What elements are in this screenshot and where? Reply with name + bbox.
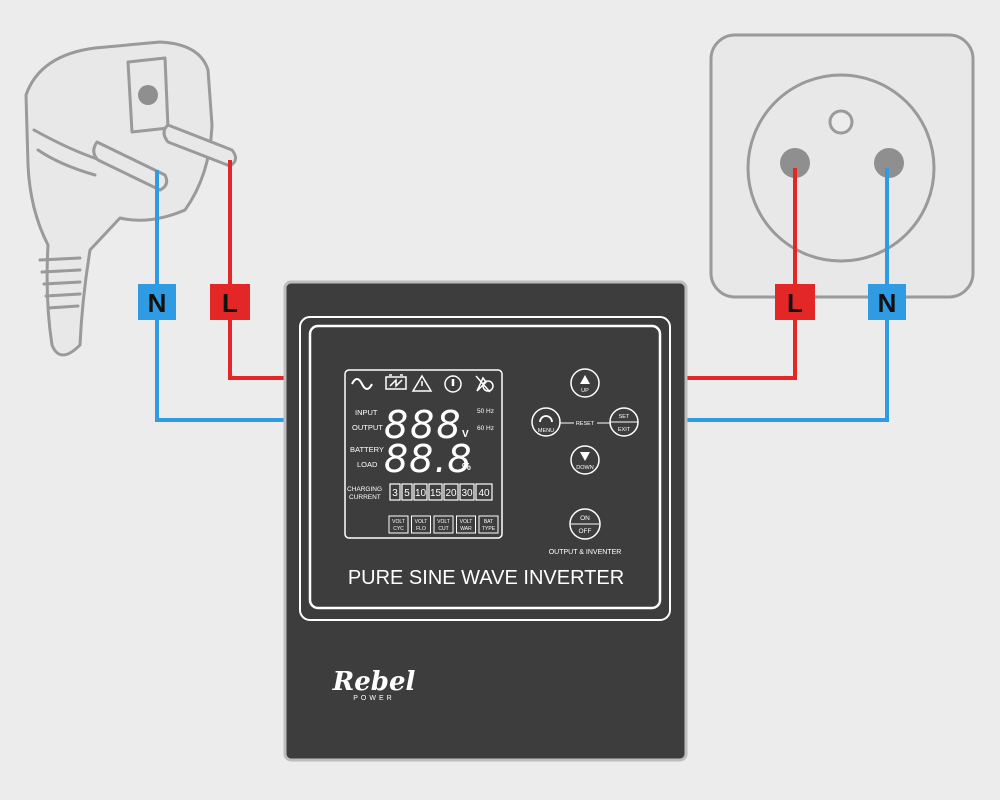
exit-label: EXIT [618, 427, 631, 433]
up-button[interactable]: UP [570, 368, 600, 398]
temperature-icon [444, 375, 462, 393]
svg-text:BAT: BAT [484, 519, 493, 525]
unit-volt: V [462, 429, 469, 440]
sine-wave-icon [351, 378, 373, 390]
socket-icon [709, 33, 975, 299]
svg-text:VOLT: VOLT [392, 519, 405, 525]
output-inverter-label: OUTPUT & INVENTER [549, 549, 622, 556]
charging-current-box: 30 [459, 483, 475, 501]
down-button[interactable]: DOWN [570, 445, 600, 475]
svg-text:L: L [222, 288, 238, 318]
charging-current-box: 40 [475, 483, 493, 501]
svg-text:N: N [878, 288, 897, 318]
svg-text:15: 15 [430, 488, 442, 499]
up-label: UP [581, 388, 589, 394]
svg-text:CUT: CUT [438, 526, 448, 532]
set-exit-button[interactable]: SET EXIT [609, 407, 639, 437]
svg-text:5: 5 [404, 488, 410, 499]
lcd-display [344, 369, 503, 539]
svg-text:40: 40 [478, 488, 490, 499]
svg-text:3: 3 [392, 488, 398, 499]
set-label: SET [619, 414, 630, 420]
off-label: OFF [579, 528, 592, 535]
percent-digits: 88.8 [384, 437, 473, 481]
charging-current-box: 15 [428, 483, 443, 501]
charging-current-box: 5 [401, 483, 413, 501]
warning-icon [411, 374, 433, 392]
device-title: PURE SINE WAVE INVERTER [348, 567, 624, 589]
charging-current-box: 10 [413, 483, 428, 501]
front-panel-inner [308, 324, 662, 610]
svg-text:FLO: FLO [416, 526, 426, 532]
svg-text:WAR: WAR [460, 526, 472, 532]
charging-current-box: 3 [389, 483, 401, 501]
menu-button[interactable]: MENU [531, 407, 561, 437]
hz-60-label: 60 Hz [477, 425, 494, 432]
down-label: DOWN [576, 465, 593, 471]
unit-percent: % [462, 462, 471, 473]
output-label: OUTPUT [352, 423, 383, 432]
svg-text:CYC: CYC [393, 526, 404, 532]
label-n-output: N [868, 284, 906, 320]
front-panel-outline [299, 316, 671, 621]
live-wire-input [228, 160, 290, 380]
load-label: LOAD [357, 460, 378, 469]
svg-text:VOLT: VOLT [460, 519, 473, 525]
svg-text:30: 30 [461, 488, 473, 499]
svg-text:TYPE: TYPE [482, 526, 496, 532]
live-wire-output [686, 168, 797, 380]
svg-text:VOLT: VOLT [437, 519, 450, 525]
svg-text:VOLT: VOLT [415, 519, 428, 525]
hz-50-label: 50 Hz [477, 408, 494, 415]
label-n-input: N [138, 284, 176, 320]
svg-text:20: 20 [445, 488, 457, 499]
current-label: CURRENT [349, 494, 381, 501]
charging-label: CHARGING [347, 486, 382, 493]
input-label: INPUT [355, 408, 378, 417]
on-off-button[interactable]: ON OFF [569, 508, 601, 540]
brand-logo: Rebel [332, 667, 416, 697]
brand-sub: POWER [353, 695, 394, 702]
label-l-output: L [775, 284, 815, 320]
svg-text:10: 10 [415, 488, 427, 499]
battery-icon [385, 374, 407, 390]
menu-icon [539, 415, 553, 423]
neutral-wire-input [155, 170, 290, 422]
battery-label: BATTERY [350, 445, 384, 454]
on-label: ON [580, 515, 590, 522]
menu-label: MENU [538, 428, 554, 434]
up-arrow-icon [580, 375, 590, 384]
charging-current-box: 20 [443, 483, 459, 501]
voltage-digits: 888 [384, 403, 463, 447]
reset-label: RESET [576, 421, 595, 427]
label-l-input: L [210, 284, 250, 320]
plug-icon [24, 40, 237, 357]
svg-text:L: L [787, 288, 803, 318]
neutral-wire-output [686, 168, 889, 422]
svg-text:N: N [148, 288, 167, 318]
fan-icon [475, 375, 494, 393]
down-arrow-icon [580, 452, 590, 461]
